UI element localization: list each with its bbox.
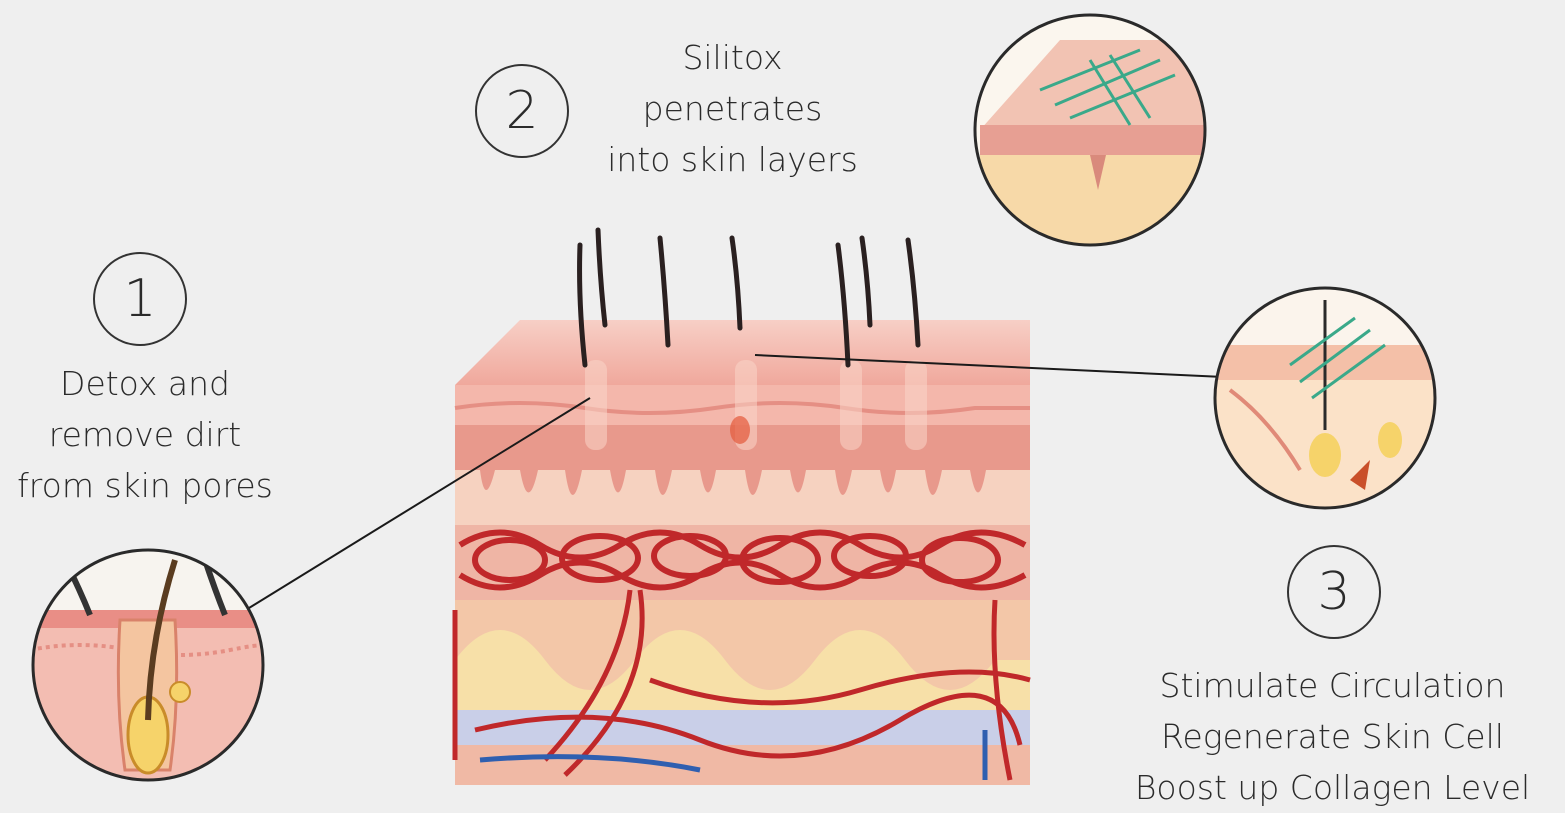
step-1-text: Detox and remove dirt from skin pores	[0, 358, 290, 511]
regeneration-detail-circle	[1215, 288, 1440, 510]
fascia-layer	[455, 710, 1030, 745]
step-1-number: 1	[93, 252, 187, 346]
step-3-text: Stimulate Circulation Regenerate Skin Ce…	[1100, 660, 1565, 813]
penetration-detail-circle	[975, 15, 1220, 255]
step-2-text: Silitox penetrates into skin layers	[585, 32, 880, 185]
step-3-number: 3	[1287, 545, 1381, 639]
pore-detail-circle	[30, 550, 272, 780]
step-2-number: 2	[475, 64, 569, 158]
skin-cross-section	[455, 230, 1030, 785]
